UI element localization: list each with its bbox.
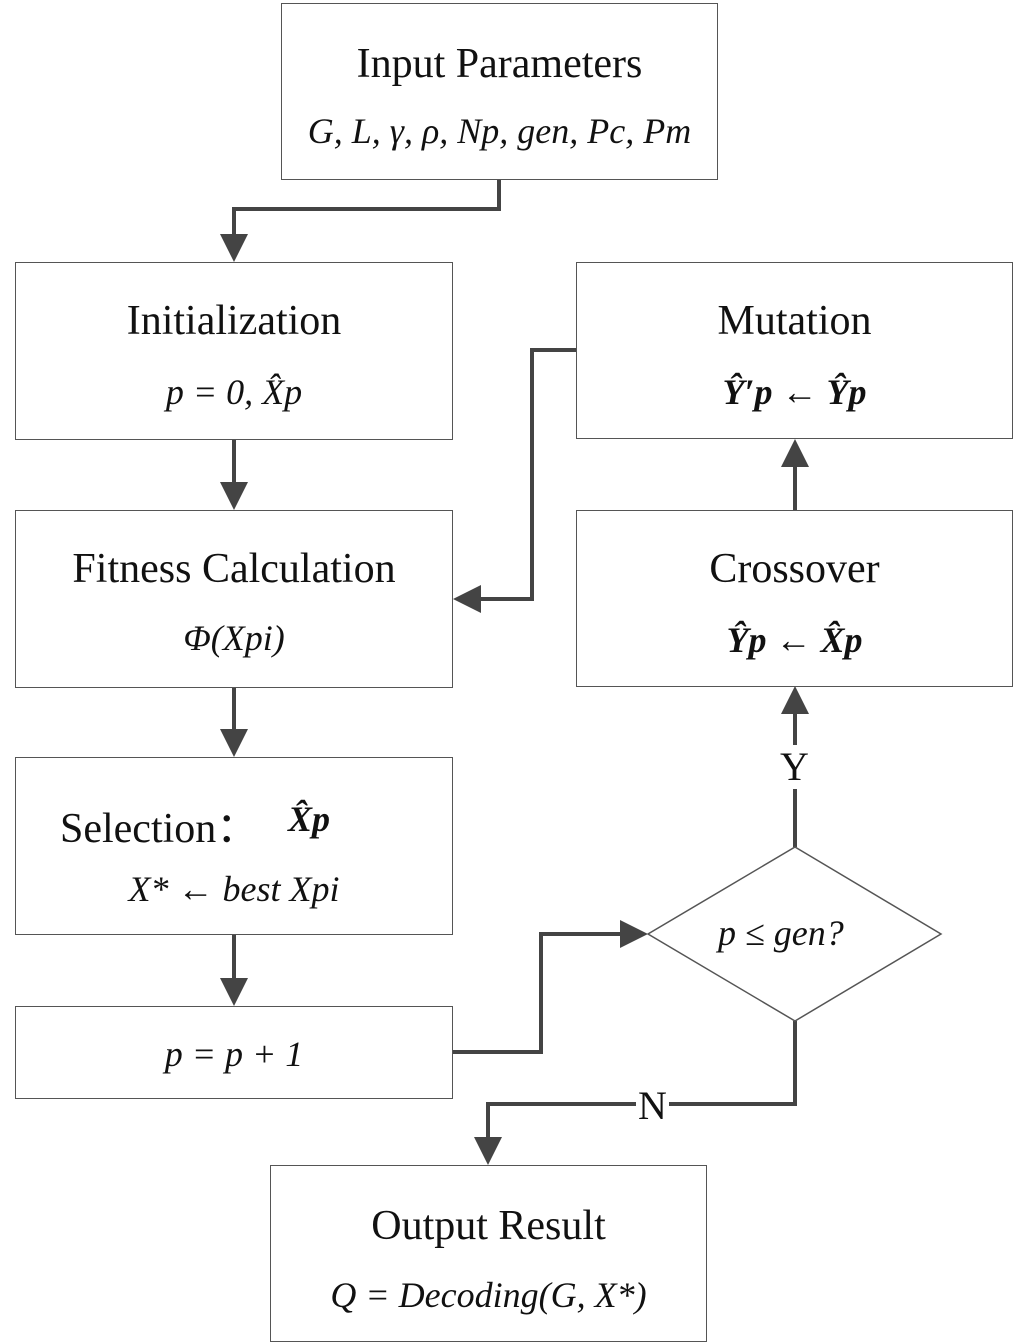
increment-formula: p = p + 1 [164,1034,304,1074]
arrowhead-selection [220,729,248,757]
input-parameters-box: Input Parameters G, L, γ, ρ, Np, gen, Pc… [281,3,718,180]
output-result-formula: Q = Decoding(G, X*) [330,1275,647,1315]
decision-diamond [646,846,943,1022]
selection-box: Selection： X̂p X* ← best Xpi [15,757,453,935]
initialization-title: Initialization [126,298,342,344]
fitness-calculation-box: Fitness Calculation Φ(Xpi) [15,510,453,688]
input-parameters-title: Input Parameters [356,41,643,87]
arrowhead-fitness [220,482,248,510]
output-result-box: Output Result Q = Decoding(G, X*) [270,1165,707,1342]
edge-mutation-fitness [479,348,577,601]
increment-box: p = p + 1 [15,1006,453,1099]
arrowhead-mutation [781,439,809,467]
yes-label: Y [780,744,809,789]
arrowhead-output [474,1137,502,1165]
mutation-box: Mutation Ŷ′p ← Ŷp [576,262,1013,439]
selection-formula-top: X̂p [288,799,331,839]
arrowhead-crossover [781,686,809,714]
arrowhead-increment [220,978,248,1006]
crossover-title: Crossover [709,546,880,592]
selection-title: Selection： [60,806,259,852]
decision-condition: p ≤ gen? [718,913,844,953]
initialization-formula: p = 0, X̂p [165,372,303,412]
fitness-calculation-formula: Φ(Xpi) [183,618,285,658]
selection-formula: X* ← best Xpi [128,869,340,909]
edge-increment-decision [453,932,622,1054]
edge-input-init [232,180,501,236]
mutation-title: Mutation [717,298,872,344]
fitness-calculation-title: Fitness Calculation [72,546,396,592]
mutation-formula: Ŷ′p ← Ŷp [722,372,867,412]
arrowhead-fitness-loop [453,585,481,613]
no-label: N [636,1083,669,1128]
crossover-box: Crossover Ŷp ← X̂p [576,510,1013,687]
initialization-box: Initialization p = 0, X̂p [15,262,453,440]
arrowhead-decision [620,920,648,948]
output-result-title: Output Result [371,1203,606,1249]
input-parameters-formula: G, L, γ, ρ, Np, gen, Pc, Pm [307,111,692,151]
arrowhead-init [220,234,248,262]
crossover-formula: Ŷp ← X̂p [726,620,863,660]
